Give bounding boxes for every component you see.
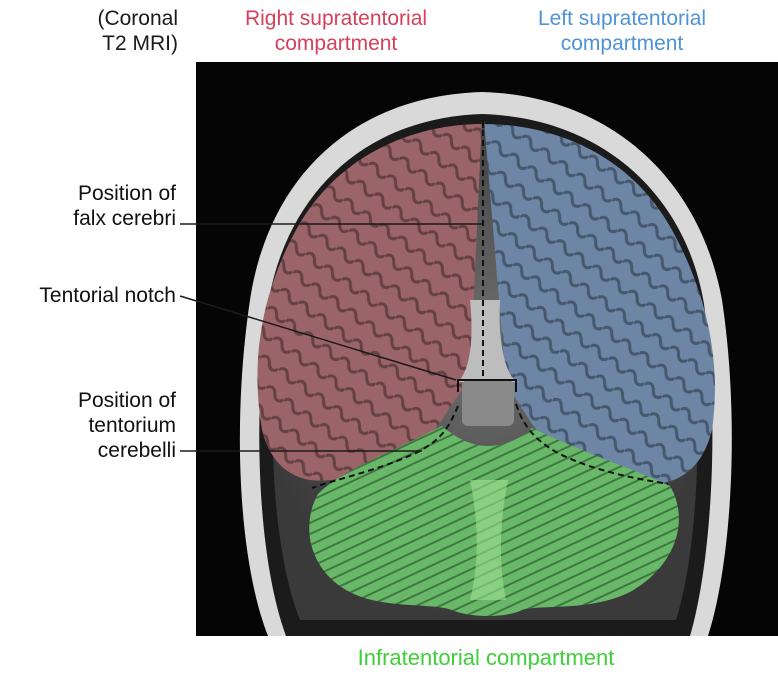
midline-ventricles bbox=[458, 300, 516, 382]
modality-label: (Coronal T2 MRI) bbox=[58, 6, 178, 56]
tentorium-label-line-2: tentorium bbox=[88, 414, 176, 437]
infratentorial-line-1: Infratentorial compartment bbox=[357, 645, 615, 670]
falx-cerebri-label: Position of falx cerebri bbox=[20, 181, 176, 231]
falx-label-line-1: Position of bbox=[77, 182, 176, 205]
right-supratentorial-region bbox=[257, 120, 482, 481]
tentorium-dashed-line-right bbox=[515, 403, 669, 485]
tentorium-label-line-3: cerebelli bbox=[97, 439, 176, 462]
tentorium-label-line-1: Position of bbox=[77, 389, 176, 412]
infratentorial-region bbox=[309, 426, 679, 616]
right-supratentorial-heading: Right supratentorial compartment bbox=[206, 6, 466, 56]
tentorial-notch-box bbox=[457, 379, 517, 392]
modality-line-2: T2 MRI) bbox=[102, 32, 178, 55]
notch-leader-line bbox=[179, 295, 457, 381]
falx-label-line-2: falx cerebri bbox=[73, 207, 176, 230]
tentorium-cerebelli-label: Position of tentorium cerebelli bbox=[20, 388, 176, 463]
modality-line-1: (Coronal bbox=[97, 7, 178, 30]
left-supratentorial-line-1: Left supratentorial bbox=[537, 7, 707, 30]
left-supratentorial-line-2: compartment bbox=[560, 32, 684, 55]
tentorium-dashed-line-left bbox=[311, 405, 459, 489]
left-supratentorial-region bbox=[484, 120, 715, 484]
brainstem bbox=[462, 380, 514, 426]
right-supratentorial-line-1: Right supratentorial bbox=[244, 7, 428, 30]
left-supratentorial-heading: Left supratentorial compartment bbox=[492, 6, 752, 56]
tentorial-notch-label: Tentorial notch bbox=[0, 283, 176, 308]
infratentorial-heading: Infratentorial compartment bbox=[196, 645, 776, 670]
notch-label-line-1: Tentorial notch bbox=[39, 284, 176, 307]
right-supratentorial-line-2: compartment bbox=[274, 32, 398, 55]
